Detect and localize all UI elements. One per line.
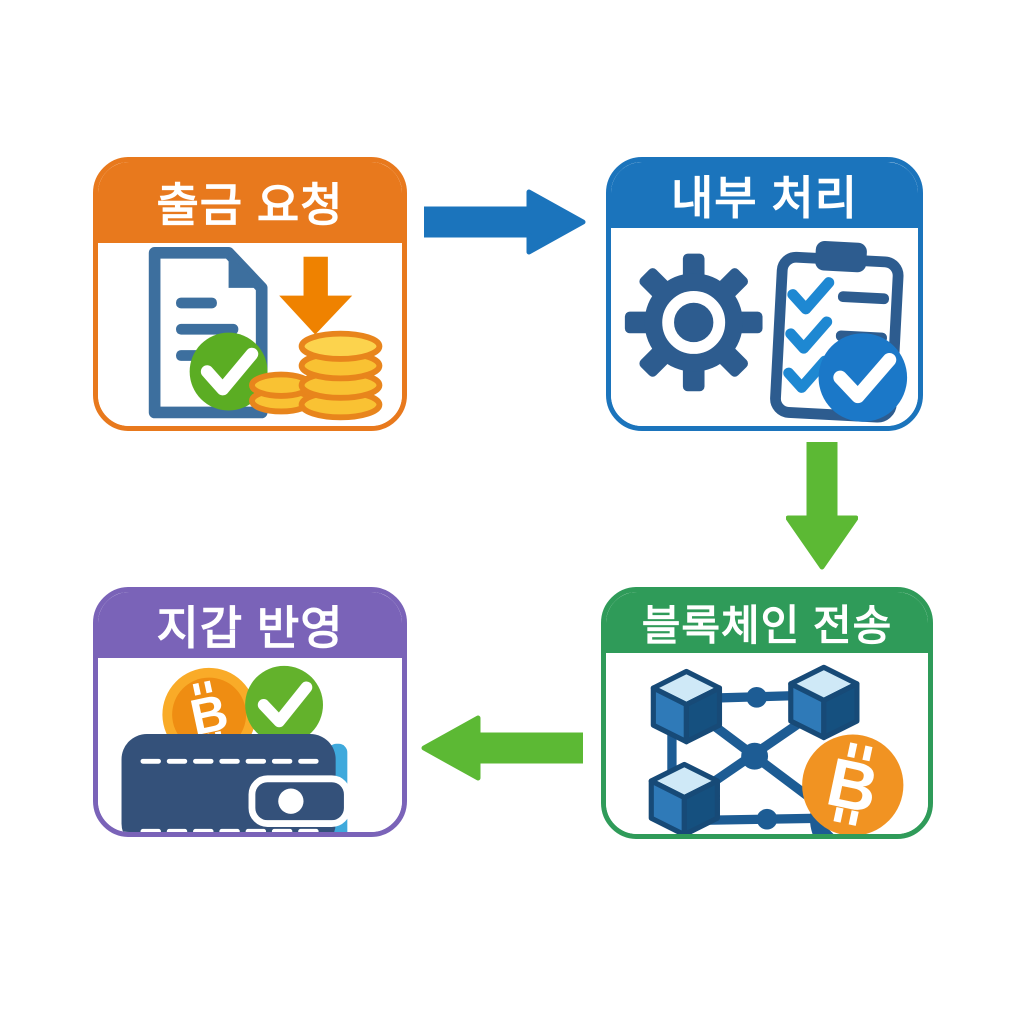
blockchain-network-bitcoin-icon: B bbox=[612, 657, 904, 834]
step-card-internal-processing: 내부 처리 bbox=[606, 157, 923, 431]
step-header-internal-processing: 내부 처리 bbox=[611, 162, 918, 228]
step-header-wallet-reflection: 지갑 반영 bbox=[98, 592, 402, 658]
step-card-blockchain-transfer: 블록체인 전송 bbox=[601, 587, 933, 839]
document-check-coins-icon bbox=[148, 246, 383, 421]
step-card-withdrawal-request: 출금 요청 bbox=[93, 157, 407, 431]
step-header-blockchain-transfer: 블록체인 전송 bbox=[606, 592, 928, 653]
step-header-withdrawal-request: 출금 요청 bbox=[98, 162, 402, 243]
arrow-right-icon bbox=[424, 189, 586, 255]
step-body-withdrawal-request bbox=[98, 242, 402, 426]
gear-checklist-icon bbox=[624, 241, 908, 423]
step-label: 블록체인 전송 bbox=[641, 602, 893, 649]
wallet-bitcoin-check-icon: B bbox=[121, 665, 351, 832]
arrow-down-icon bbox=[786, 442, 858, 570]
step-label: 내부 처리 bbox=[670, 172, 859, 224]
arrow-left-icon bbox=[421, 715, 583, 781]
step-body-wallet-reflection: B bbox=[98, 658, 402, 832]
step-card-wallet-reflection: 지갑 반영 B bbox=[93, 587, 407, 837]
step-body-internal-processing bbox=[611, 228, 918, 426]
step-body-blockchain-transfer: B bbox=[606, 653, 928, 834]
step-label: 출금 요청 bbox=[156, 179, 344, 232]
step-label: 지갑 반영 bbox=[156, 602, 344, 654]
